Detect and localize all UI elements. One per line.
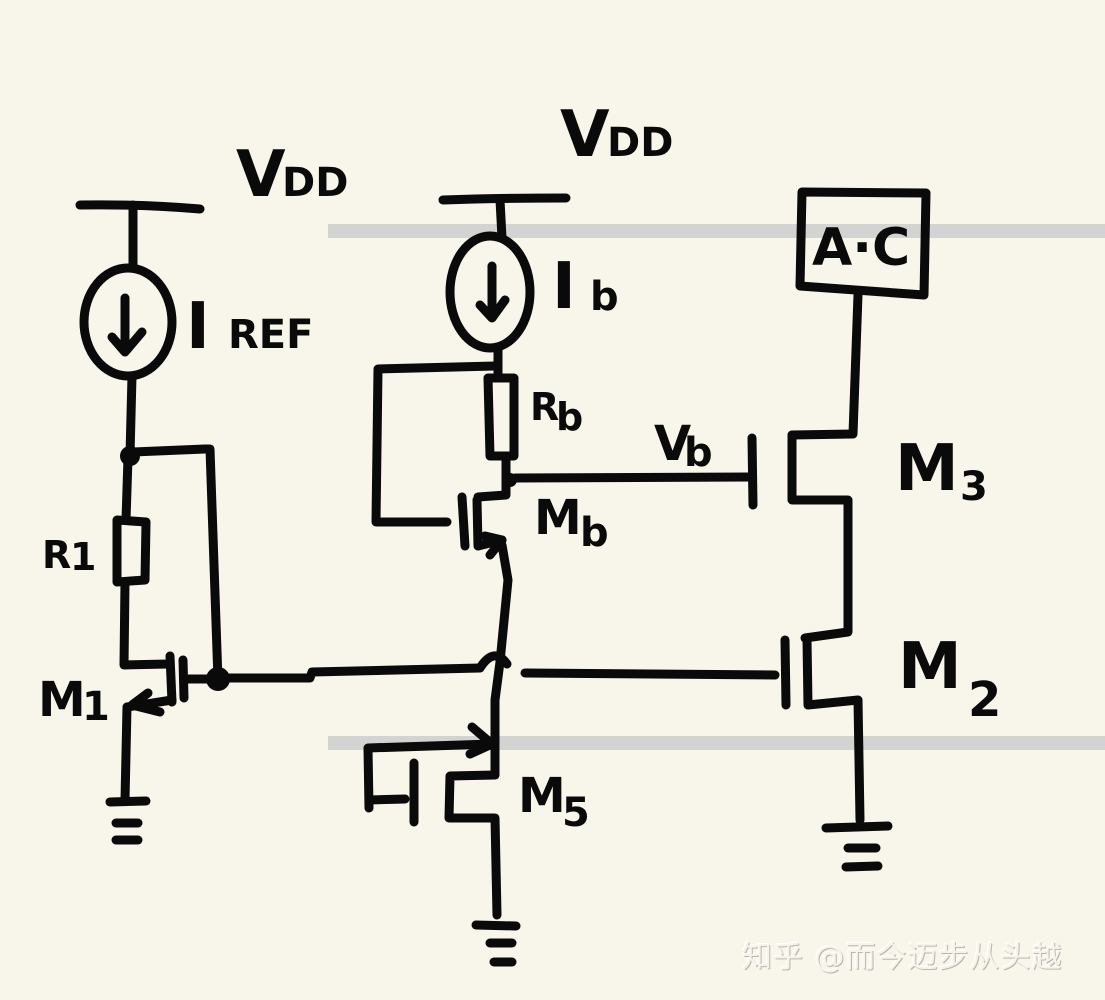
- r1-subscript: 1: [70, 535, 96, 579]
- mb-subscript: b: [580, 510, 609, 556]
- m1-transistor-icon: [119, 577, 485, 805]
- vdd-rail-middle: [438, 193, 571, 243]
- rb-subscript: b: [556, 395, 583, 439]
- vdd-right-label: V: [560, 98, 610, 172]
- guide-band-top: [328, 224, 1105, 238]
- vdd-rail-left: [75, 200, 205, 273]
- ground-middle-icon: [471, 920, 521, 967]
- ib-current-source-icon: [445, 231, 535, 353]
- vdd-left-label: V: [236, 138, 286, 212]
- vdd-right-subscript: DD: [607, 120, 673, 166]
- iref-current-source-icon: [79, 263, 177, 381]
- iref-subscript: REF: [228, 312, 313, 358]
- vb-label: V: [654, 416, 691, 472]
- m1-subscript: 1: [82, 684, 110, 730]
- ib-label: I: [552, 250, 576, 324]
- ground-right-icon: [821, 821, 893, 872]
- rb-label: R: [530, 385, 559, 429]
- m3-subscript: 3: [960, 464, 988, 510]
- m3-transistor-icon: [787, 290, 863, 585]
- ac-block-label: A·C: [812, 218, 910, 278]
- middle-wires: [371, 343, 503, 527]
- mb-transistor-icon: [457, 451, 517, 667]
- wire-crossover-hop-icon: [475, 651, 780, 780]
- ib-subscript: b: [590, 274, 619, 320]
- m5-subscript: 5: [562, 790, 590, 836]
- watermark: 知乎 @而今迈步从头越: [742, 940, 1063, 975]
- m2-subscript: 2: [968, 672, 1001, 728]
- vb-subscript: b: [684, 430, 713, 476]
- ground-left-icon: [105, 796, 151, 845]
- ac-block-icon: [795, 187, 931, 300]
- junction-dot: [206, 667, 230, 691]
- rb-resistor-icon: [483, 373, 519, 461]
- guide-band-bottom: [328, 736, 1105, 750]
- iref-label: I: [186, 290, 210, 364]
- vdd-left-subscript: DD: [282, 160, 348, 206]
- m5-label: M: [518, 768, 566, 824]
- m5-transistor-icon: [363, 722, 502, 920]
- vb-wire: [510, 433, 758, 510]
- mb-label: M: [534, 490, 582, 546]
- r1-label: R: [42, 533, 71, 577]
- m3-label: M: [895, 432, 959, 506]
- left-wires: [120, 371, 223, 685]
- m1-label: M: [38, 672, 86, 728]
- r1-resistor-icon: [112, 515, 151, 587]
- m2-label: M: [898, 630, 962, 704]
- m2-transistor-icon: [780, 575, 865, 825]
